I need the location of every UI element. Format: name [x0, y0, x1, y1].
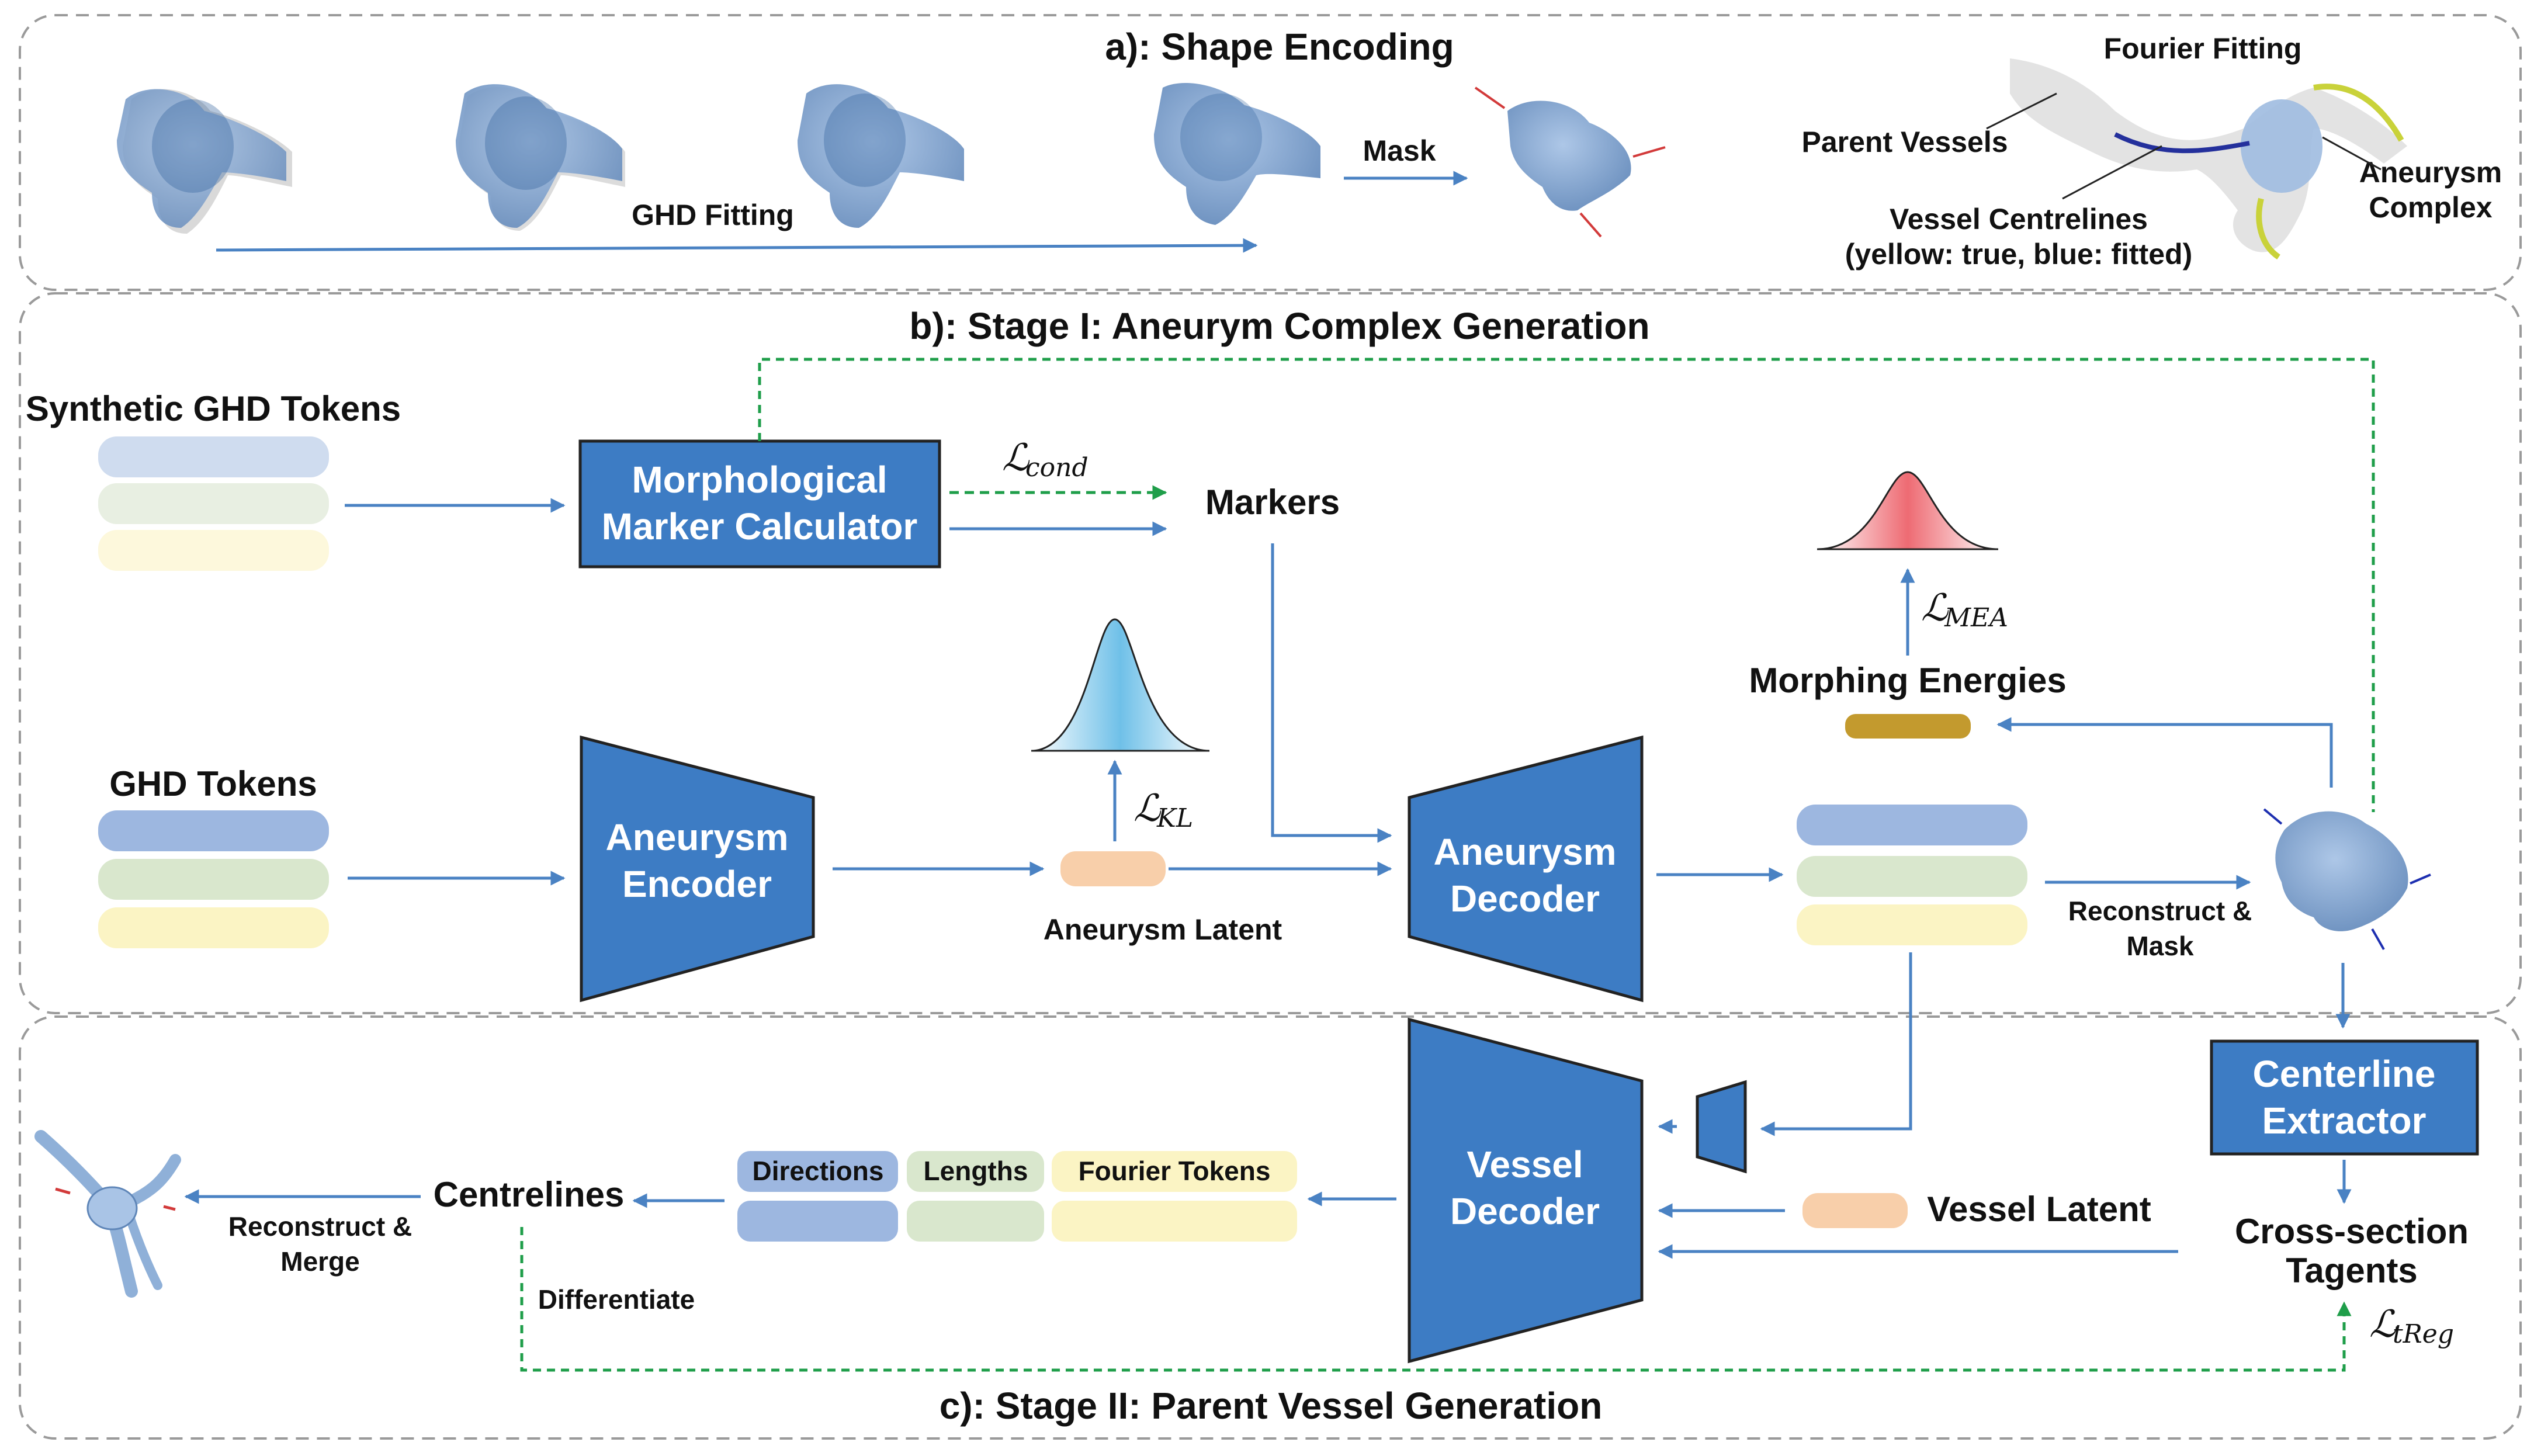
mea-gaussian-icon [1817, 471, 1999, 550]
directions-token [737, 1151, 898, 1192]
reconstruct-merge-label-line1: Reconstruct & [228, 1211, 412, 1242]
calculator-feedback-dashed-line [758, 358, 2375, 812]
section-b-title: b): Stage I: Aneurym Complex Generation [909, 305, 1649, 347]
loss-treg-symbol: ℒ [2369, 1303, 2397, 1346]
loss-mea-symbol: ℒ [1921, 587, 1949, 630]
loss-cond-subscript: cond [1025, 453, 1089, 483]
tokens-to-small-encoder-arrow [1760, 952, 1912, 1136]
aneurysm-decoder-label-line2: Decoder [1450, 878, 1600, 920]
markers-to-decoder-arrow [1271, 543, 1392, 843]
fourier-token-row2 [1052, 1201, 1297, 1242]
aneurysm-decoder-label-line1: Aneurysm [1434, 831, 1617, 873]
ghd-fitting-label: GHD Fitting [632, 199, 794, 231]
marker-calculator-label-line1: Morphological [632, 459, 887, 501]
section-a-title: a): Shape Encoding [1105, 26, 1454, 68]
vessel-decoder-label-line2: Decoder [1450, 1190, 1600, 1232]
reconstruct-mask-label-line2: Mask [2126, 931, 2193, 961]
vessel-token-compressor-shape [1696, 1080, 1747, 1174]
decoded-token-blue [1797, 805, 2027, 845]
aneurysm-encoder-shape [580, 735, 815, 1003]
cross-section-label-line2: Tagents [2286, 1251, 2418, 1290]
vessel-decoder-shape [1408, 1017, 1644, 1364]
marker-calculator-label-line2: Marker Calculator [602, 505, 918, 547]
vessel-centrelines-leader [2062, 145, 2162, 200]
parent-vessels-label: Parent Vessels [1801, 126, 2008, 158]
section-c-panel [19, 1015, 2522, 1440]
loss-cond-symbol: ℒ [1002, 436, 1030, 480]
section-b-panel [19, 292, 2522, 1014]
centerline-extractor-label-line2: Extractor [2262, 1100, 2426, 1142]
synthetic-token-blue [98, 436, 329, 477]
aneurysm-complex-label-line1: Aneurysm [2359, 156, 2502, 189]
vessel-decoder-label-line1: Vessel [1467, 1143, 1583, 1185]
loss-kl-subscript: KL [1156, 803, 1193, 833]
aneurysm-to-energies-arrow [1996, 717, 2333, 788]
morphological-marker-calculator-box [578, 439, 941, 568]
cross-section-label-line1: Cross-section [2235, 1212, 2469, 1251]
aneurysm-complex-label-line2: Complex [2369, 191, 2492, 224]
aneurysm-encoder-label-line2: Encoder [622, 863, 772, 905]
ghd-fitting-arrow [216, 238, 1258, 253]
mask-label: Mask [1363, 134, 1436, 167]
ghd-tokens-label: GHD Tokens [109, 764, 317, 803]
centreline-legend-label: (yellow: true, blue: fitted) [1845, 238, 2192, 271]
ghd-token-yellow [98, 907, 329, 948]
ghd-fit-shape-1 [117, 89, 292, 234]
directions-token-row2 [737, 1201, 898, 1242]
section-c-title: c): Stage II: Parent Vessel Generation [940, 1385, 1603, 1427]
markers-label: Markers [1205, 483, 1340, 522]
ghd-fit-shape-3 [798, 84, 964, 228]
loss-treg-subscript: tReg [2393, 1319, 2454, 1349]
ghd-token-green [98, 859, 329, 900]
loss-kl-symbol: ℒ [1133, 787, 1162, 830]
aneurysm-latent-label: Aneurysm Latent [1044, 913, 1282, 946]
parent-vessels-leader [1986, 92, 2057, 130]
ghd-fit-shape-2 [456, 84, 625, 231]
merged-vessel-shape [34, 1130, 181, 1298]
centrelines-label: Centrelines [434, 1175, 625, 1214]
lengths-token-row2 [907, 1201, 1044, 1242]
vessel-latent-token [1802, 1193, 1908, 1228]
ghd-token-blue [98, 810, 329, 851]
fourier-fitting-label: Fourier Fitting [2104, 32, 2302, 65]
aneurysm-latent-token [1060, 851, 1166, 886]
synthetic-token-yellow [98, 530, 329, 571]
loss-mea-subscript: MEA [1944, 603, 2008, 633]
synthetic-token-green [98, 483, 329, 524]
section-a-panel [19, 14, 2522, 291]
morphing-energies-label: Morphing Energies [1749, 661, 2066, 700]
lengths-token [907, 1151, 1044, 1192]
aneurysm-encoder-label-line1: Aneurysm [606, 816, 789, 858]
decoded-token-green [1797, 856, 2027, 897]
reconstructed-aneurysm-shape [2263, 808, 2431, 950]
directions-label: Directions [753, 1156, 884, 1186]
aneurysm-complex-leader [2322, 136, 2382, 171]
vessel-centrelines-label: Vessel Centrelines [1890, 203, 2148, 235]
vessel-latent-label: Vessel Latent [1927, 1190, 2151, 1229]
kl-gaussian-icon [1031, 618, 1210, 752]
morphing-energy-token [1845, 714, 1971, 739]
synthetic-ghd-tokens-label: Synthetic GHD Tokens [26, 389, 401, 428]
differentiate-label: Differentiate [538, 1284, 695, 1315]
fourier-token [1052, 1151, 1297, 1192]
lengths-label: Lengths [924, 1156, 1028, 1186]
centerline-extractor-label-line1: Centerline [2253, 1053, 2436, 1095]
aneurysm-decoder-shape [1408, 735, 1644, 1003]
reconstruct-merge-label-line2: Merge [280, 1246, 359, 1277]
differentiate-dashed-line [520, 1227, 2352, 1372]
masked-aneurysm-shape [1474, 86, 1666, 238]
decoded-token-yellow [1797, 904, 2027, 945]
reconstruct-mask-label-line1: Reconstruct & [2068, 896, 2252, 926]
ghd-fit-shape-4 [1154, 82, 1320, 225]
fourier-fitting-shape [2010, 58, 2407, 260]
centerline-extractor-box [2210, 1039, 2479, 1156]
fourier-tokens-label: Fourier Tokens [1079, 1156, 1271, 1186]
